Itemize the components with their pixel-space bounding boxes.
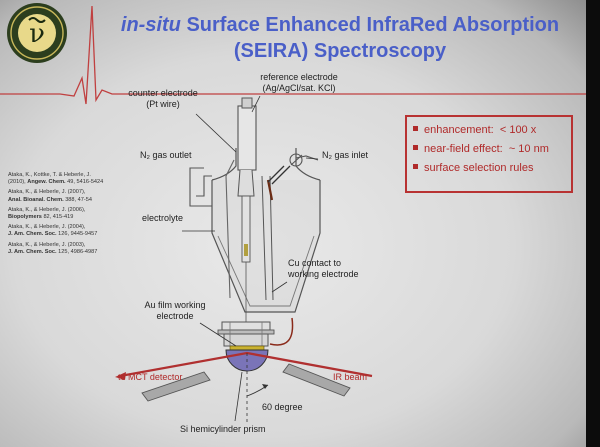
prism-label: Si hemicylinder prism [180, 424, 266, 434]
ekg-line [0, 5, 586, 105]
au-film-label: Au film working electrode [144, 300, 206, 321]
mct-detector-label: to MCT detector [118, 372, 183, 382]
highlight-item: surface selection rules [413, 159, 565, 178]
reference-list: Ataka, K., Kottke, T. & Heberle, J. (201… [8, 172, 178, 259]
reference-electrode-label: reference electrode (Ag/AgCl/sat. KCl) [260, 72, 338, 93]
seira-cell-diagram [115, 95, 373, 422]
angle-label: 60 degree [262, 402, 303, 412]
reference-item: Ataka, K., & Heberle, J. (2006), Biopoly… [8, 206, 86, 221]
university-seal-logo: ν [7, 3, 67, 63]
highlight-item: near-field effect: ~ 10 nm [413, 140, 565, 159]
bullet-icon [413, 126, 418, 131]
cu-contact-label: Cu contact to working electrode [288, 258, 359, 279]
reference-item: Ataka, K., & Heberle, J. (2007), Anal. B… [8, 189, 92, 203]
slide-title-line1: in-situ Surface Enhanced InfraRed Absorp… [120, 14, 560, 36]
counter-electrode-label: counter electrode (Pt wire) [128, 88, 198, 109]
slide: ν in-situ Surface Enhanced InfraRed Abso… [0, 0, 586, 447]
reference-item: Ataka, K., & Heberle, J. (2003), J. Am. … [8, 241, 98, 255]
highlight-item: enhancement: < 100 x [413, 121, 565, 140]
ir-beam-label: IR beam [333, 372, 368, 382]
reference-item: Ataka, K., & Heberle, J. (2004), J. Am. … [8, 224, 98, 238]
n2-inlet-label: N₂ gas inlet [322, 150, 369, 160]
bullet-icon [413, 145, 418, 150]
electrolyte-label: electrolyte [142, 213, 184, 223]
highlights-box: enhancement: < 100 x near-field effect: … [405, 115, 573, 193]
n2-outlet-label: N₂ gas outlet [140, 150, 192, 160]
svg-text:ν: ν [29, 19, 45, 49]
reference-item: Ataka, K., Kottke, T. & Heberle, J. (201… [8, 172, 104, 186]
bullet-icon [413, 164, 418, 169]
slide-title-line2: (SEIRA) Spectroscopy [233, 40, 447, 62]
